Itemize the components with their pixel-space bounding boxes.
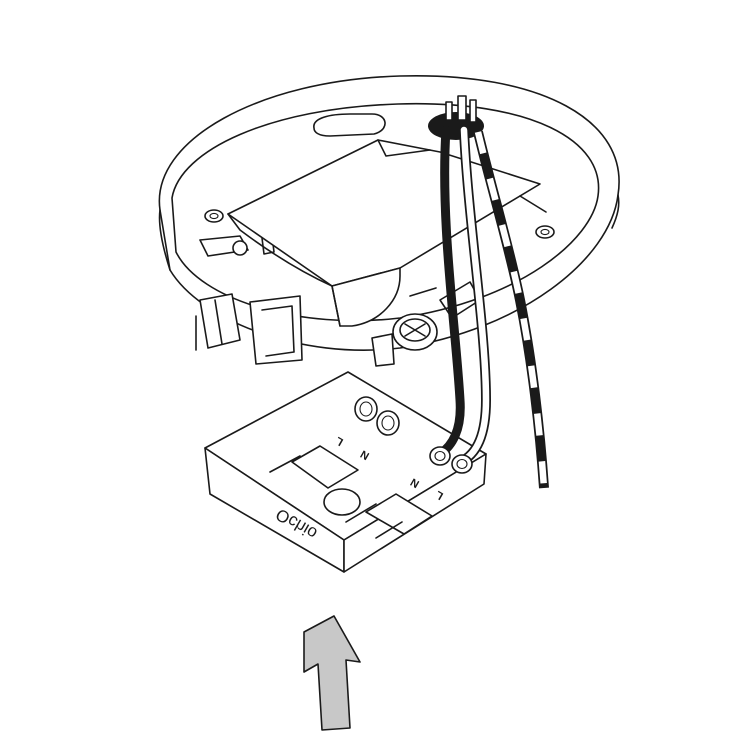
screw-hole-left [204,209,224,223]
insert-direction-arrow [303,615,361,731]
screw-hole-right [535,225,555,239]
connector-box: Ochio L N L N [204,371,487,573]
cable-end-2 [451,454,473,474]
terminal-slot-2 [365,493,433,535]
release-button [323,488,361,516]
terminal-slot-1 [291,445,359,489]
driver-module [227,139,547,327]
cables [429,125,549,489]
entry-hole-2 [376,410,400,436]
clip-screw [232,240,248,256]
mounting-slot [313,113,386,137]
cable-end-1 [429,446,451,466]
wire-stubs [445,95,477,123]
black-cable [435,125,465,459]
entry-hole-1 [354,396,378,422]
